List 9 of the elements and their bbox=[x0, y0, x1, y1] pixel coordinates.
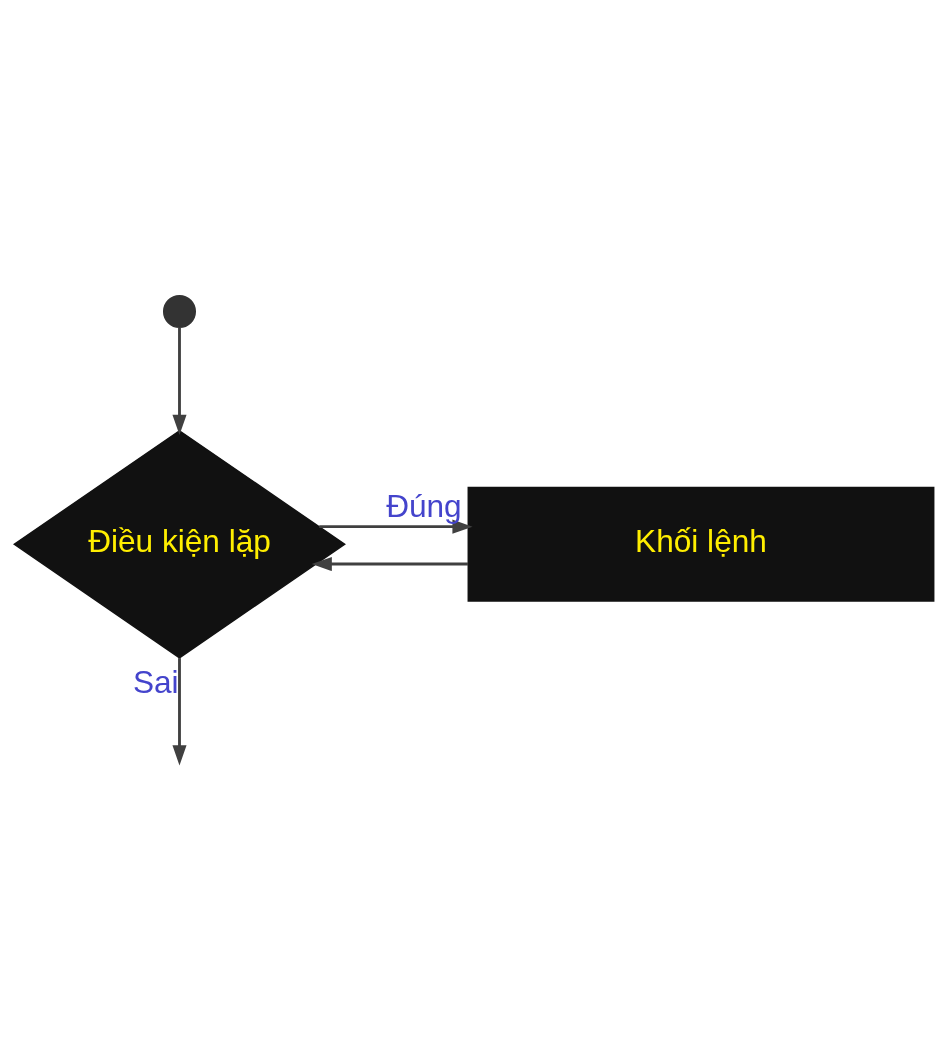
arrow bbox=[311, 556, 469, 571]
node-box: Khối lệnh bbox=[467, 486, 935, 602]
arrow bbox=[319, 519, 473, 534]
arrow bbox=[172, 657, 187, 765]
edge-label: Đúng bbox=[386, 487, 462, 524]
arrow bbox=[172, 327, 187, 435]
edge-label: Sai bbox=[132, 663, 179, 700]
node-diamond: Điều kiện lặp bbox=[13, 429, 346, 659]
node-circle bbox=[162, 294, 196, 328]
